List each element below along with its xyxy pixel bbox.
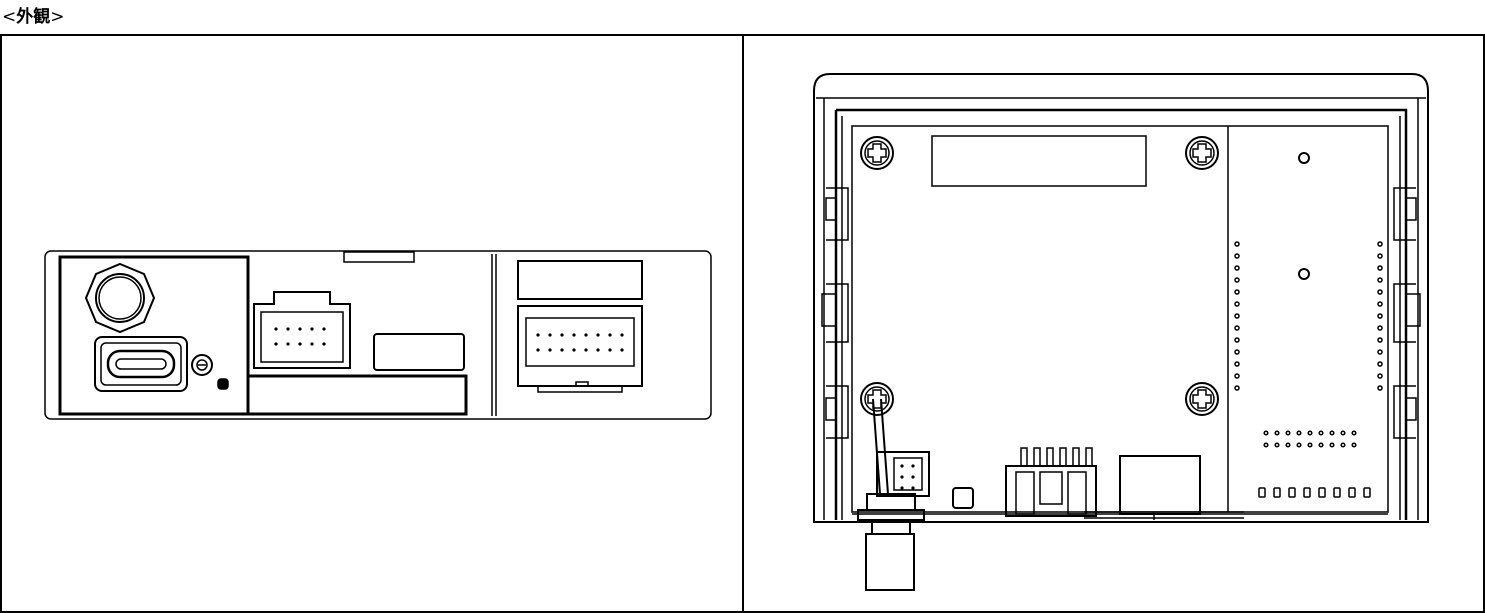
- terminal-pad-row: [1258, 487, 1371, 498]
- front-view-drawing: [44, 250, 712, 420]
- upper-connector-window: [517, 260, 643, 300]
- small-jst-connector: [876, 451, 930, 497]
- heading-title: 外観: [16, 7, 51, 27]
- mount-hole-upper: [1298, 152, 1310, 164]
- internal-view-panel: [744, 36, 1483, 611]
- small-screw: [191, 354, 213, 376]
- left-pin-column: [1234, 241, 1240, 391]
- rj-connector: [253, 291, 351, 369]
- front-housing-outline: [44, 250, 712, 420]
- board-label-area: [931, 135, 1147, 187]
- screw-top-left: [860, 136, 894, 170]
- mount-hole-lower: [1298, 268, 1310, 280]
- top-slot: [343, 251, 415, 263]
- left-side-clips: [821, 187, 849, 439]
- label-window: [373, 333, 465, 371]
- block-component: [1119, 455, 1201, 515]
- multi-pin-connector: [517, 305, 643, 393]
- front-view-panel: [2, 36, 742, 611]
- screw-top-right: [1185, 136, 1219, 170]
- small-component: [952, 487, 974, 509]
- internal-view-drawing: [813, 73, 1429, 591]
- outer-housing: [813, 73, 1429, 523]
- right-pin-column: [1377, 241, 1383, 391]
- right-side-clips: [1393, 187, 1421, 439]
- wire-lead: [872, 398, 889, 495]
- bottom-rail: [852, 511, 1388, 520]
- rotary-shaft: [857, 493, 925, 591]
- pin-header: [1005, 447, 1097, 517]
- status-led: [217, 378, 229, 390]
- screw-bottom-left: [860, 382, 894, 416]
- figure-divider: [742, 34, 744, 613]
- heading-open-bracket: <: [2, 7, 17, 27]
- heading-close-bracket: >: [50, 7, 65, 27]
- hex-nut: [84, 262, 156, 334]
- header-pin-grid: [1263, 430, 1357, 448]
- screw-bottom-right: [1185, 382, 1219, 416]
- lower-tab-outline: [248, 374, 468, 416]
- usb-c-port: [94, 336, 188, 392]
- section-heading: <外観>: [2, 4, 65, 30]
